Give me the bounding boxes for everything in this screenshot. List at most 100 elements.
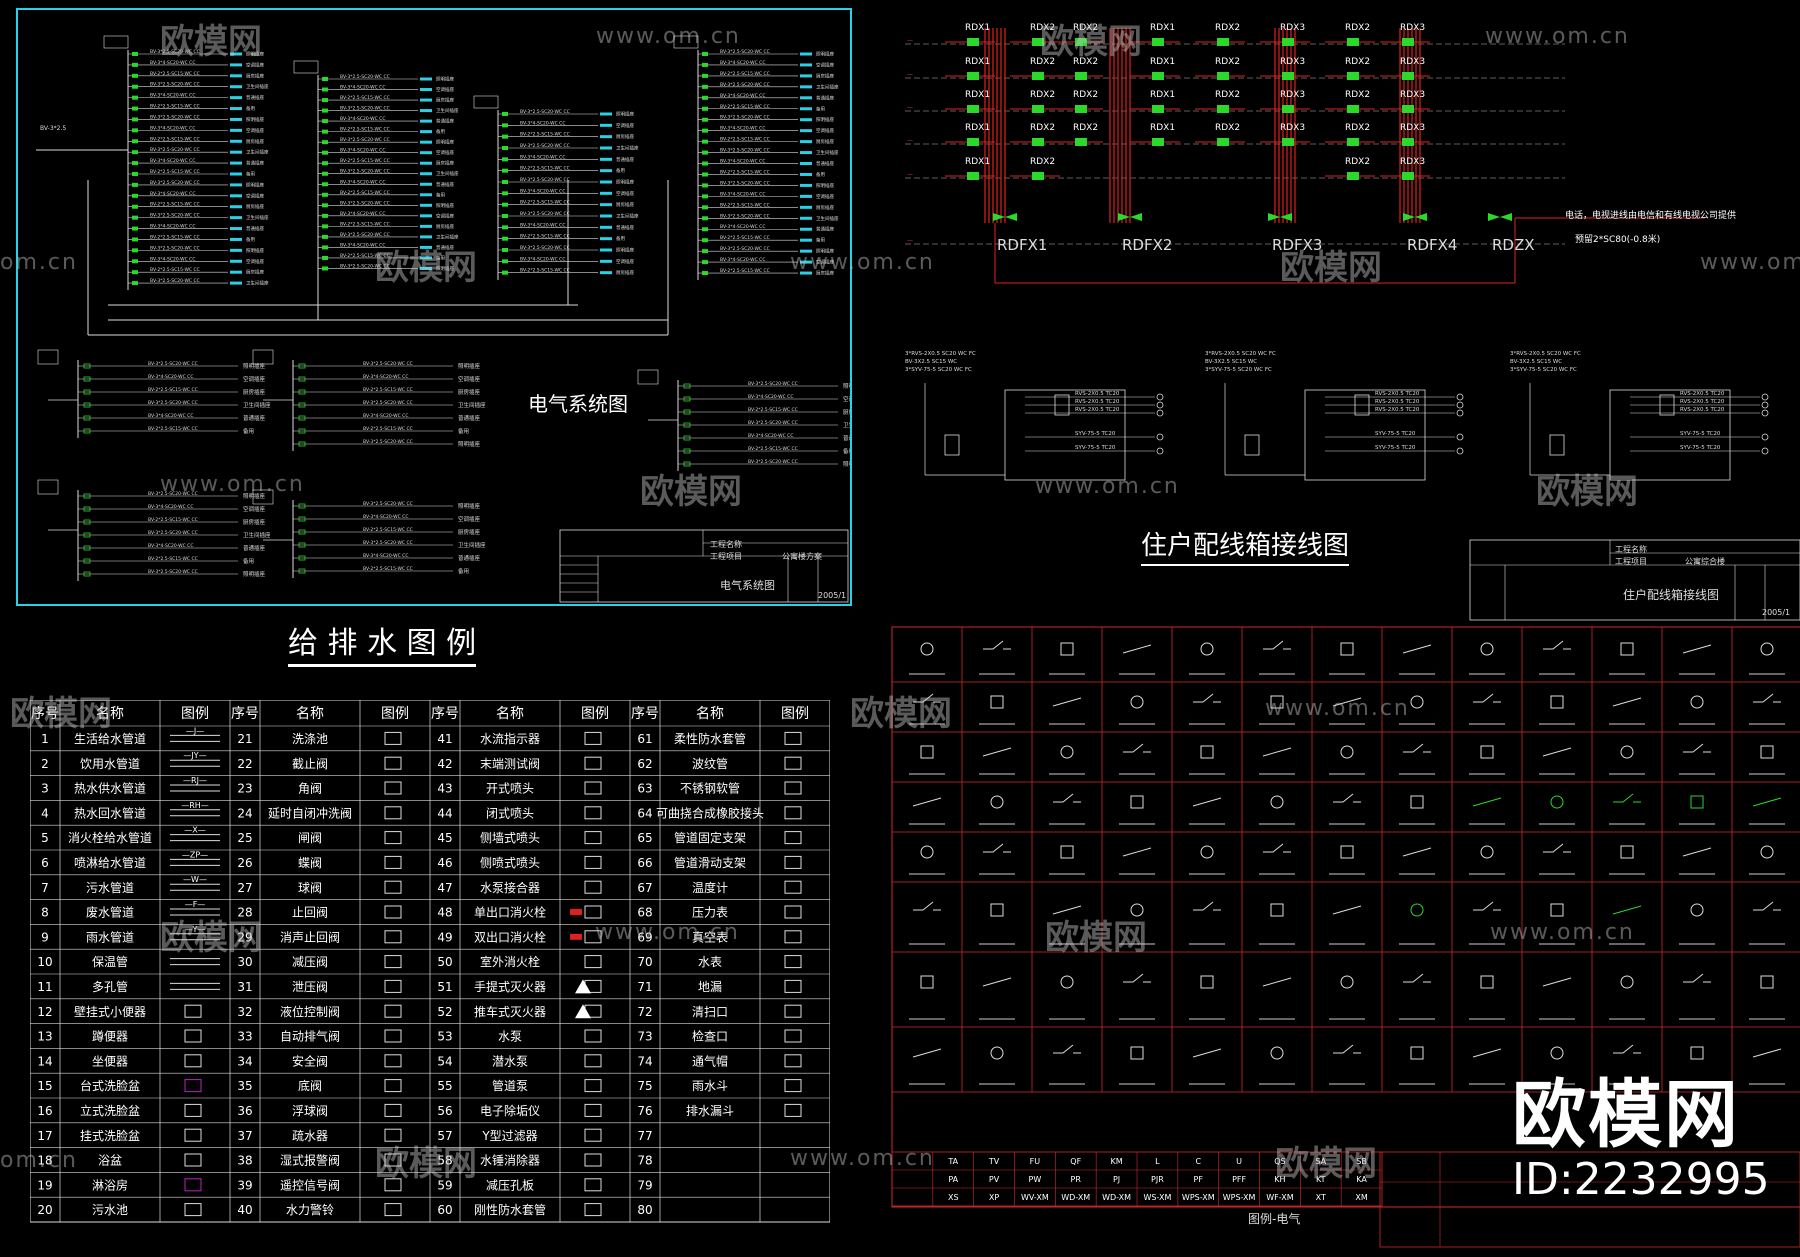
riser-box-symbol: [1075, 138, 1087, 146]
legend-name: 侧喷式喷头: [480, 856, 540, 870]
legend-header: 序号: [631, 706, 659, 722]
breaker-mark: [298, 516, 306, 522]
riser-box-label: RDX2: [1345, 23, 1370, 33]
legend-symbol: [384, 831, 402, 845]
breaker-mark: [502, 202, 508, 207]
legend-name: 压力表: [692, 906, 728, 920]
circuit-text: BV-3*2.5-SC20-WC CC: [363, 439, 413, 445]
line-text: RVS-2X0.5 TC20: [1075, 407, 1120, 413]
riser-box-symbol: [967, 38, 979, 46]
load-label: 空调插座: [616, 258, 634, 265]
circuit-text: BV-3*2.5-SC20-WC CC: [148, 400, 198, 406]
load-label: 照明插座: [843, 460, 850, 468]
load-label: 照明插座: [246, 51, 264, 58]
load-label: 普通插座: [243, 544, 266, 552]
brand-id: ID:2232995: [1512, 1154, 1770, 1205]
legend-header: 名称: [696, 706, 724, 722]
legend-name: 角阀: [298, 782, 322, 796]
legend-symbol: [584, 1128, 602, 1142]
electrical-symbol: [1550, 903, 1564, 917]
circuit-text: BV-3*4-SC20-WC CC: [150, 256, 195, 262]
circuit-text: BV-3*2.5-SC20-WC CC: [363, 501, 413, 507]
breaker-mark: [683, 448, 691, 454]
riser-box-symbol: [1075, 72, 1087, 80]
circuit-text: BV-3*2.5-SC20-WC CC: [340, 137, 390, 143]
legend-name: 泄压阀: [292, 980, 328, 994]
breaker-mark: [322, 266, 328, 271]
circuit-text: BV-3*2.5-SC20-WC CC: [148, 361, 198, 367]
load-label: 照明插座: [436, 76, 454, 83]
load-label: 厨房插座: [246, 72, 264, 79]
line-text: RVS-2X0.5 TC20: [1375, 399, 1420, 405]
riser-box-label: RDX3: [1400, 123, 1425, 133]
circuit-text: BV-3*4-SC20-WC CC: [520, 154, 565, 160]
load-mark: [420, 235, 432, 239]
electrical-symbol: [1270, 1046, 1284, 1060]
legend-name: 水表: [698, 955, 722, 969]
breaker-mark: [132, 248, 138, 253]
load-label: 空调插座: [243, 505, 266, 513]
load-label: 照明插座: [816, 248, 834, 255]
riser-box-symbol: [967, 72, 979, 80]
load-label: 普通插座: [458, 554, 481, 562]
riser-box-label: RDX2: [1073, 123, 1098, 133]
breaker-mark: [502, 123, 508, 128]
circuit-text: BV-3*4-SC20-WC CC: [720, 126, 765, 132]
legend-index: 49: [437, 930, 452, 944]
load-label: 厨房插座: [436, 223, 454, 230]
legend-index: 54: [437, 1054, 452, 1068]
circuit-text: BV-3*2.5-SC20-WC CC: [148, 569, 198, 575]
code-table-cell: WS-XM: [1143, 1193, 1171, 1202]
breaker-mark: [702, 194, 708, 199]
code-table-cell: XS: [948, 1193, 959, 1202]
load-mark: [800, 194, 812, 198]
circuit-text: BV-3*4-SC20-WC CC: [340, 211, 385, 217]
titleblock-frame: [1469, 539, 1800, 621]
load-mark: [600, 248, 612, 252]
circuit-text: BV-3*4-SC20-WC CC: [520, 222, 565, 228]
legend-symbol-text: —RH—: [181, 801, 209, 810]
circuit-text: BV-3*4-SC20-WC CC: [340, 85, 385, 91]
electrical-symbol: [1130, 795, 1144, 809]
breaker-mark: [702, 161, 708, 166]
breaker-mark: [298, 402, 306, 408]
breaker-mark: [132, 182, 138, 187]
riser-box-symbol: [1032, 172, 1044, 180]
riser-box-symbol: [1217, 38, 1229, 46]
riser-box-label: RDX3: [1280, 57, 1305, 67]
electrical-symbol: [1472, 1048, 1502, 1058]
load-mark: [800, 74, 812, 78]
line-text: RVS-2X0.5 TC20: [1375, 407, 1420, 413]
legend-name: 热水回水管道: [74, 805, 146, 820]
load-label: 卫生间插座: [243, 531, 271, 539]
load-label: 空调插座: [458, 515, 481, 523]
legend-name: 浴盆: [98, 1154, 122, 1168]
header-text: 3*RVS-2X0.5 SC20 WC FC: [1510, 351, 1581, 357]
electrical-symbol: [1410, 695, 1424, 709]
load-label: 空调插座: [436, 149, 454, 156]
riser-box-label: RDX2: [1073, 90, 1098, 100]
wb-tb-project-value: 公寓综合楼: [1685, 557, 1725, 566]
riser-box-symbol: [1032, 138, 1044, 146]
legend-name: 水泵: [498, 1030, 522, 1044]
legend-name: 消声止回阀: [280, 930, 340, 944]
panel-box: [293, 60, 319, 74]
legend-name: 雨水管道: [86, 929, 134, 944]
legend-symbol: [570, 909, 582, 915]
legend-name: 不锈钢软管: [680, 781, 740, 796]
legend-name: 真空表: [692, 930, 728, 944]
legend-symbol: [584, 1178, 602, 1192]
legend-index: 64: [637, 806, 652, 820]
circuit-text: BV-3*2.5-SC20-WC CC: [520, 109, 570, 115]
electrical-symbol: [1333, 1044, 1361, 1054]
legend-index: 69: [637, 930, 652, 944]
electrical-symbol: [920, 845, 934, 859]
load-mark: [420, 140, 432, 144]
legend-name: 蝶阀: [298, 855, 322, 870]
riser-box-label: RDX3: [1400, 157, 1425, 167]
legend-name: 多孔管: [92, 979, 128, 994]
riser-box-symbol: [1402, 138, 1414, 146]
load-mark: [420, 224, 432, 228]
code-table-cell: PJ: [1113, 1175, 1120, 1184]
